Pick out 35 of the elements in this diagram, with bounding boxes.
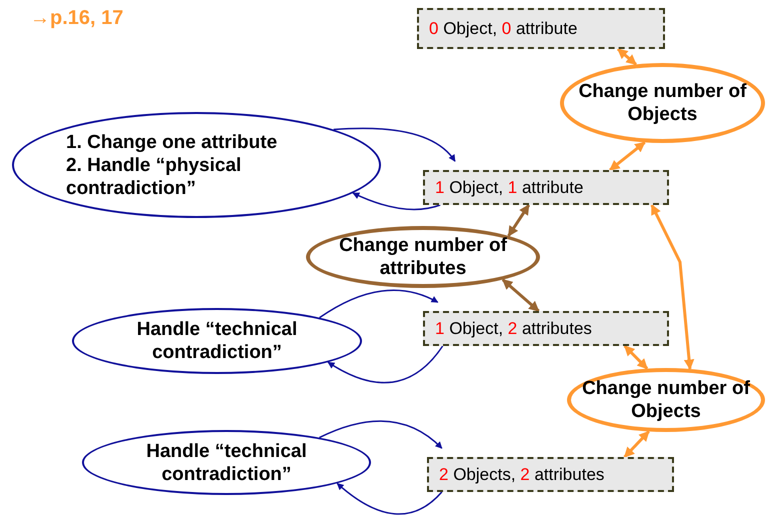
operation-label: 1. Change one attribute — [66, 130, 278, 154]
operation-label: 2. Handle “physical contradiction” — [66, 154, 242, 200]
operation-ellipse — [560, 63, 765, 143]
arrow — [327, 346, 444, 384]
arrow — [352, 192, 440, 210]
operation-ellipse — [12, 112, 381, 218]
operation-label: Handle “technical contradiction” — [145, 440, 308, 486]
operation-label: Change number of Objects — [581, 377, 751, 423]
arrow — [507, 204, 530, 237]
state-box — [427, 457, 674, 492]
arrow — [334, 128, 456, 162]
state-box — [423, 170, 669, 205]
state-label: 0 Object, 0 attribute — [429, 18, 578, 40]
arrow — [319, 420, 442, 449]
state-label: 1 Object, 2 attributes — [435, 318, 592, 340]
state-label: 1 Object, 1 attribute — [435, 176, 584, 199]
operation-label: Handle “technical contradiction” — [136, 318, 298, 364]
arrow — [624, 344, 648, 370]
arrow — [609, 141, 646, 172]
state-box — [417, 8, 665, 49]
operation-ellipse — [82, 430, 371, 495]
operation-ellipse — [72, 308, 362, 374]
arrow — [624, 430, 650, 458]
arrow — [319, 290, 438, 318]
operation-label: Change number of attributes — [338, 234, 508, 280]
page-reference: →p.16, 17 — [30, 6, 124, 31]
state-box — [423, 311, 669, 346]
operation-ellipse — [306, 226, 540, 288]
arrow — [650, 204, 694, 370]
operation-ellipse — [567, 368, 765, 432]
arrow — [616, 48, 637, 66]
arrow — [502, 278, 540, 312]
arrow — [336, 482, 442, 515]
state-label: 2 Objects, 2 attributes — [439, 464, 604, 486]
operation-label: Change number of Objects — [578, 80, 748, 126]
